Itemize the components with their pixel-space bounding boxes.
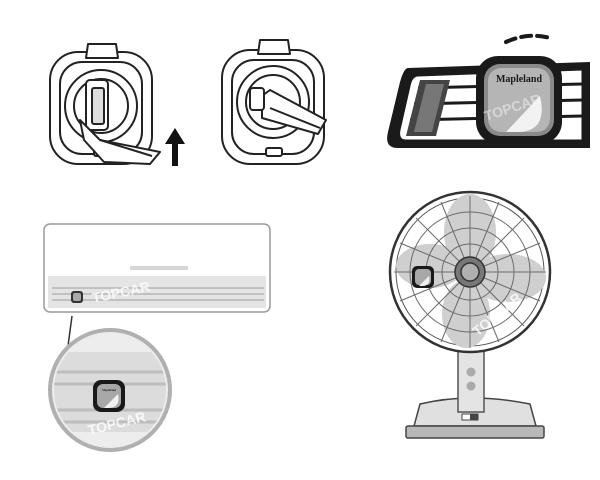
zoom-callout: Mapleland TOPCAR bbox=[48, 315, 172, 452]
vent-clip-open bbox=[49, 43, 161, 165]
car-vent-motion-arcs bbox=[504, 33, 552, 44]
fan-clip-device bbox=[412, 266, 434, 288]
air-conditioner-unit: TOPCAR bbox=[43, 223, 271, 313]
car-vent-clip-device: Mapleland TOPCAR bbox=[476, 56, 562, 144]
zoom-clip-device: Mapleland bbox=[93, 380, 125, 412]
electric-fan: TOPCAR bbox=[388, 190, 552, 439]
zoom-brand-label: Mapleland bbox=[102, 388, 116, 392]
up-arrow-icon bbox=[165, 128, 185, 166]
vent-clip-closed bbox=[221, 39, 327, 165]
car-vent-brand-label: Mapleland bbox=[496, 74, 543, 85]
